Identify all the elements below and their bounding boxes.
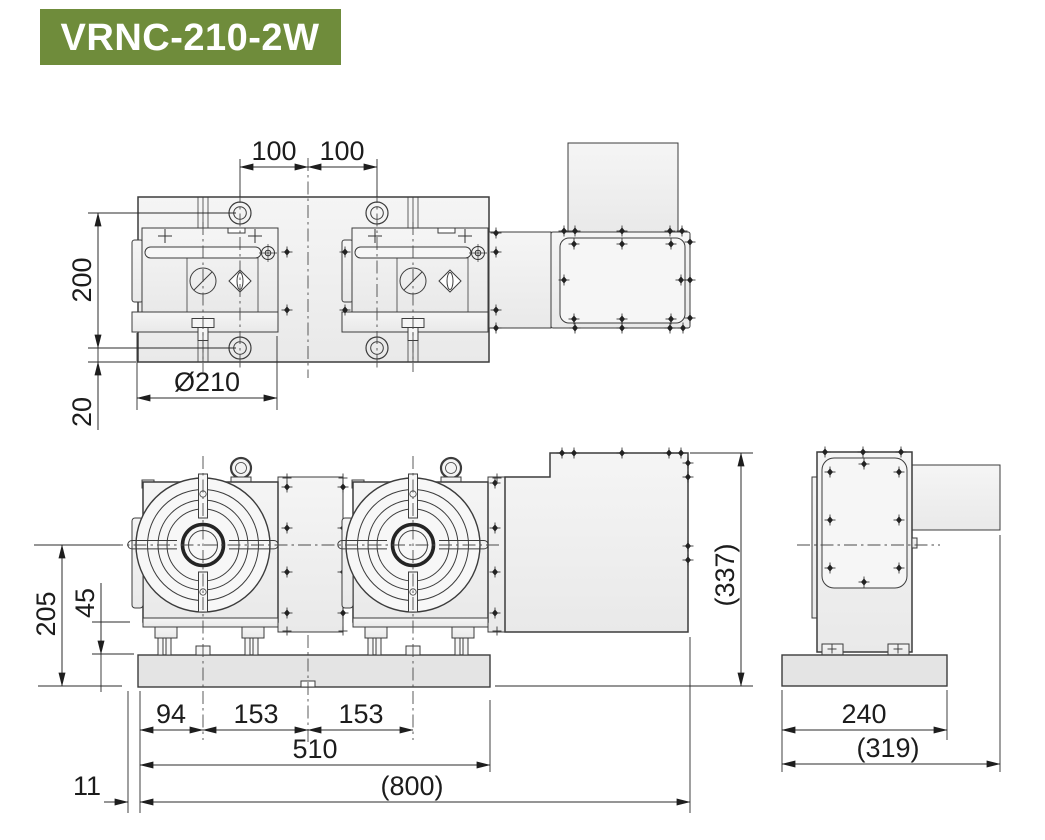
side-motor xyxy=(911,464,1001,531)
dim-bolt-pitch-right: 100 xyxy=(319,136,364,166)
dim-side-overall-depth: (319) xyxy=(856,733,919,763)
front-view-dimensions: (337) 94 153 153 510 (800) 11 205 xyxy=(31,452,753,813)
dim-edge-offset: 20 xyxy=(67,397,97,427)
dim-left-margin: 94 xyxy=(156,699,186,729)
side-cover-plate xyxy=(821,457,908,589)
title-badge: VRNC-210-2W xyxy=(40,9,341,65)
dim-table-pitch-right: 153 xyxy=(338,699,383,729)
dim-base-length: 510 xyxy=(292,734,337,764)
top-view-motor xyxy=(567,142,679,233)
title-badge-background xyxy=(40,9,341,65)
top-view-dimensions: 100 100 200 20 Ø210 xyxy=(67,136,378,430)
side-foot-left xyxy=(821,643,844,656)
table-unit-left-front xyxy=(125,454,281,742)
dim-bolt-pitch-left: 100 xyxy=(251,136,296,166)
dim-table-pitch-left: 153 xyxy=(233,699,278,729)
side-base-plate xyxy=(781,654,948,687)
side-foot-right xyxy=(887,643,910,656)
dim-side-base-width: 240 xyxy=(841,699,886,729)
side-tab xyxy=(911,537,918,549)
table-unit-right-front xyxy=(335,454,491,742)
top-view-neck xyxy=(488,231,552,329)
side-view-dimensions: 240 (319) xyxy=(781,535,1001,772)
front-right-plate xyxy=(487,476,506,633)
dim-overall-length: (800) xyxy=(380,771,443,801)
dim-bolt-row-spacing: 200 xyxy=(67,257,97,302)
front-motor-housing xyxy=(504,452,689,633)
model-title: VRNC-210-2W xyxy=(61,17,320,59)
front-view: (337) 94 153 153 510 (800) 11 205 xyxy=(31,447,753,813)
dim-riser-height: 45 xyxy=(70,588,100,618)
dim-body-offset: 11 xyxy=(73,771,101,801)
top-view: 100 100 200 20 Ø210 xyxy=(67,136,696,430)
dim-table-diameter: Ø210 xyxy=(174,367,240,397)
top-view-cover-plate xyxy=(559,237,686,324)
front-mid-plate xyxy=(277,476,344,633)
dim-center-height: 205 xyxy=(31,591,61,636)
dim-overall-height: (337) xyxy=(710,543,740,606)
side-view: 240 (319) xyxy=(781,446,1001,772)
